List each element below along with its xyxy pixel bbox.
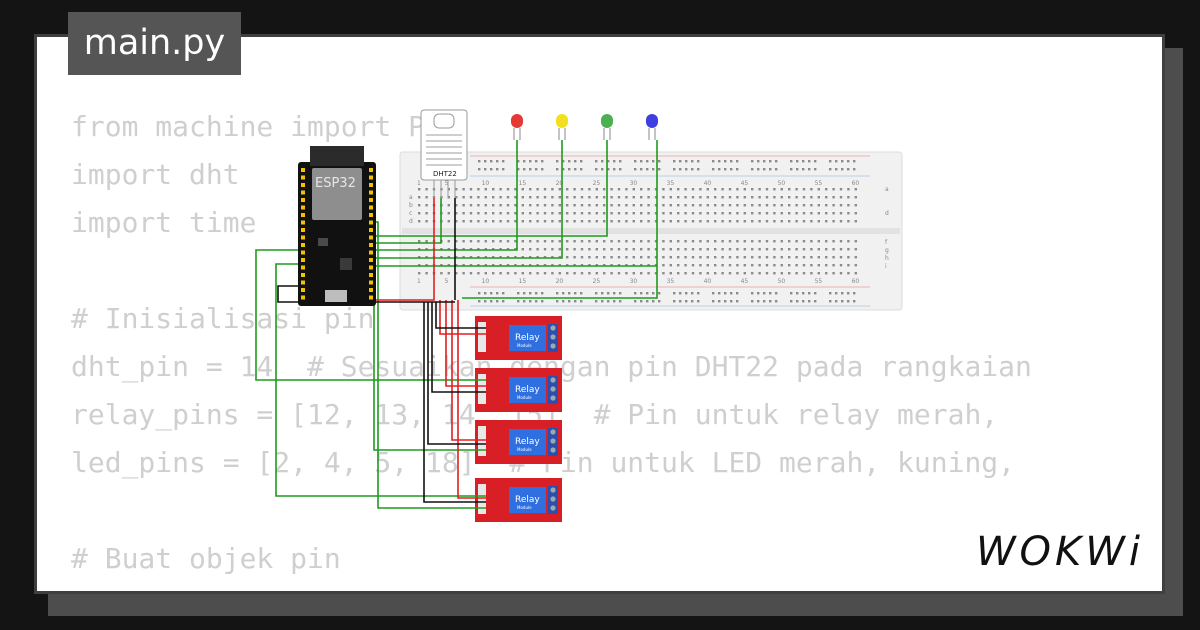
bb-number: 45 [741,278,749,285]
code-line: dht_sensor = dht.DHT22(Pin(dht_pin)) [71,583,1032,591]
relay-sublabel: Module [517,447,532,452]
led-yellow[interactable] [556,114,568,140]
wire-dht-data [370,198,442,244]
code-line: # Buat objek pin [71,542,341,575]
relay-label: Relay [515,385,540,395]
bb-row-g: g [885,247,889,254]
bb-number: 50 [778,180,786,187]
bb-number: 15 [519,278,527,285]
bb-number: 10 [482,278,490,285]
led-group [511,114,658,140]
bb-row-d-right: d [885,210,889,217]
wire-led-green [370,140,608,237]
relay-sublabel: Module [517,505,532,510]
wire-led-blue [370,140,658,299]
bb-number: 20 [556,180,564,187]
bb-number: 15 [519,180,527,187]
relay-label: Relay [515,333,540,343]
wires [255,140,658,509]
esp32-board[interactable]: ESP32 [298,146,376,306]
code-line: # Inisialisasi pin [71,302,375,335]
esp32-label: ESP32 [315,176,356,191]
bb-number: 50 [778,278,786,285]
bb-number: 25 [593,278,601,285]
dht22-label: DHT22 [433,170,457,178]
relay-group: RelayModuleRelayModuleRelayModuleRelayMo… [475,316,562,522]
bb-row-a-right: a [885,186,889,193]
bb-number: 40 [704,180,712,187]
relay-label: Relay [515,437,540,447]
bb-row-d: d [409,218,413,225]
bb-number: 35 [667,278,675,285]
file-tab[interactable]: main.py [68,12,241,75]
relay-sublabel: Module [517,395,532,400]
bb-number: 25 [593,180,601,187]
wire-relay-2 [255,249,486,381]
bb-number: 60 [852,180,860,187]
wokwi-logo[interactable]: WOKWi [976,529,1144,575]
led-red[interactable] [511,114,523,140]
bb-number: 45 [741,180,749,187]
wire-relay-gnd [423,302,486,503]
wire-relay-vcc [439,300,486,499]
bb-number: 1 [417,180,421,187]
code-line: import dht [71,158,240,191]
bb-number: 1 [417,278,421,285]
bb-row-b: b [409,202,413,209]
bb-row-c: c [409,210,412,217]
bb-row-a: a [409,194,413,201]
code-line: relay_pins = [12, 13, 14, 15] # Pin untu… [71,398,1016,431]
code-line: led_pins = [2, 4, 5, 18] # Pin untuk LED… [71,446,1016,479]
bb-number: 30 [630,278,638,285]
bb-number: 20 [556,278,564,285]
bb-row-f: f [885,239,888,246]
bb-number: 5 [445,180,449,187]
bb-number: 10 [482,180,490,187]
bb-number: 55 [815,278,823,285]
code-line: import time [71,206,257,239]
bb-number: 5 [445,278,449,285]
bb-number: 55 [815,180,823,187]
relay-sublabel: Module [517,343,532,348]
bb-number: 40 [704,278,712,285]
wire-led-red [370,140,518,251]
dht22-sensor[interactable]: DHT22 [420,109,468,198]
relay-label: Relay [515,495,540,505]
led-green[interactable] [601,114,613,140]
bb-number: 30 [630,180,638,187]
bb-row-i: i [885,263,887,270]
bb-number: 35 [667,180,675,187]
bb-row-h: h [885,255,889,262]
bb-number: 60 [852,278,860,285]
led-blue[interactable] [646,114,658,140]
